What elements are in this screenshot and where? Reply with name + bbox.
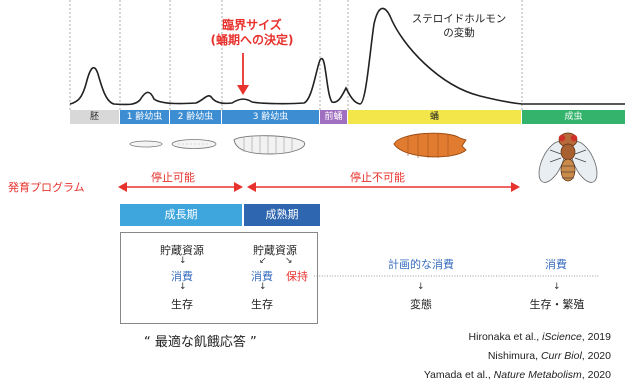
critical-size-line2: (蛹期への決定) — [210, 33, 294, 47]
maturation-phase-bar: 成熟期 — [244, 204, 320, 226]
citation-journal: iScience — [542, 331, 582, 343]
hormone-curve-plot — [69, 0, 625, 110]
stoppable-label: 停止可能 — [151, 171, 195, 184]
citation-year: , 2020 — [581, 369, 611, 381]
maturation-survive: 生存 — [251, 298, 273, 311]
citation-journal: Nature Metabolism — [493, 369, 582, 381]
larva-3-icon — [233, 135, 306, 155]
program-arrows — [118, 182, 520, 192]
down-arrow: ↓ — [179, 282, 187, 292]
stage-embryo: 胚 — [70, 110, 120, 124]
adult-consume: 消費 — [534, 256, 578, 272]
down-left-arrow: ↙ — [259, 256, 267, 266]
critical-size-title: 臨界サイズ (蛹期への決定) — [200, 18, 304, 48]
growth-consume: 消費 — [171, 270, 193, 283]
hormone-label: ステロイドホルモン の変動 — [404, 12, 514, 40]
maturation-consume: 消費 — [251, 270, 273, 283]
citation-journal: Curr Biol — [540, 350, 582, 362]
hormone-label-line1: ステロイドホルモン — [411, 13, 507, 25]
stage-larva-2: 2 齢幼虫 — [170, 110, 222, 124]
citation-year: , 2020 — [581, 350, 611, 362]
metamorphosis: 変態 — [410, 298, 432, 311]
larva-1-icon — [129, 140, 163, 148]
citation-authors: Yamada et al., — [423, 369, 494, 381]
fly-icon — [538, 132, 598, 183]
stage-larva-1: 1 齢幼虫 — [120, 110, 170, 124]
planned-consumption: 計画的な消費 — [378, 256, 464, 272]
growth-storage: 貯蔵資源 — [160, 244, 204, 257]
stage-larva-3: 3 齢幼虫 — [222, 110, 320, 124]
growth-survive: 生存 — [171, 298, 193, 311]
hormone-curve — [69, 7, 625, 106]
dotted-connector — [314, 275, 600, 277]
stage-pupa: 蛹 — [348, 110, 522, 124]
citation-year: , 2019 — [581, 331, 611, 343]
citation-authors: Hironaka et al., — [468, 331, 543, 343]
stage-prepupa: 前蛹 — [320, 110, 348, 124]
stoppable-arrow — [118, 182, 243, 192]
growth-phase-bar: 成長期 — [120, 204, 242, 226]
larva-2-icon — [171, 139, 217, 149]
critical-size-arrow — [237, 53, 249, 95]
down-right-arrow: ↘ — [285, 256, 293, 266]
critical-size-line1: 臨界サイズ — [222, 18, 282, 32]
pupa-icon — [393, 132, 467, 158]
non-stoppable-arrow — [247, 182, 520, 192]
optimal-starvation-response-caption: “ 最適な飢餓応答 ” — [144, 335, 257, 350]
organism-illustrations — [129, 132, 598, 183]
down-arrow: ↓ — [259, 282, 267, 292]
citation: Nishimura, Curr Biol, 2020 — [488, 350, 611, 362]
adult-survive-reproduce: 生存・繁殖 — [529, 298, 585, 311]
citation-authors: Nishimura, — [487, 350, 541, 362]
maturation-retain: 保持 — [286, 270, 308, 283]
citation: Yamada et al., Nature Metabolism, 2020 — [424, 369, 611, 381]
starvation-response-box — [120, 232, 318, 324]
down-arrow: ↓ — [553, 282, 561, 292]
hormone-label-line2: の変動 — [443, 27, 475, 39]
stage-adult: 成虫 — [522, 110, 625, 124]
citation: Hironaka et al., iScience, 2019 — [469, 331, 611, 343]
down-arrow: ↓ — [417, 282, 425, 292]
developmental-program-label: 発育プログラム — [8, 181, 85, 194]
maturation-storage: 貯蔵資源 — [253, 244, 297, 257]
down-arrow: ↓ — [179, 256, 187, 266]
non-stoppable-label: 停止不可能 — [350, 171, 405, 184]
